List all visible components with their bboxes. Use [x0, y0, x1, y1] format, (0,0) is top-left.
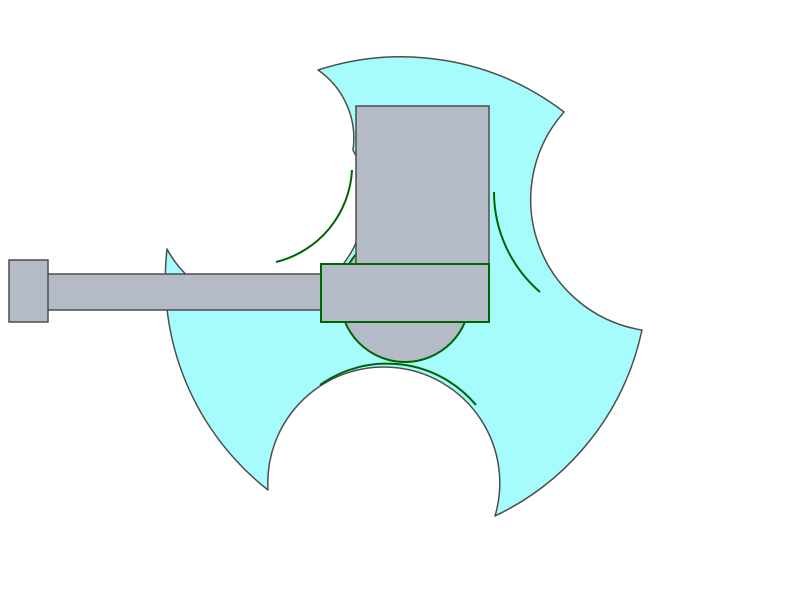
contact-arc-bottom — [319, 362, 477, 406]
contact-arc-left — [275, 169, 353, 263]
connecting-rod — [46, 273, 322, 311]
crank-block — [320, 263, 490, 323]
upper-block — [355, 105, 490, 266]
end-block — [8, 259, 49, 323]
contact-arc-right — [493, 191, 541, 293]
